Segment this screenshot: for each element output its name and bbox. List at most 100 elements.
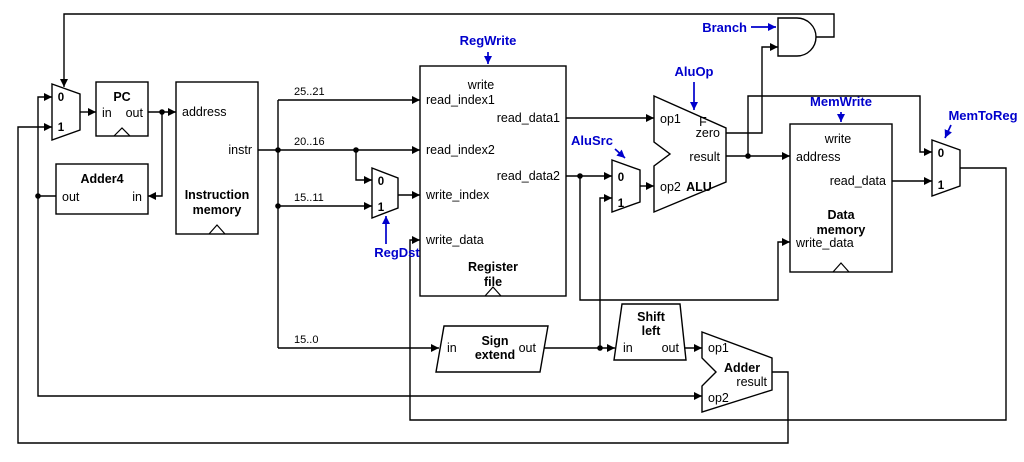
adder4-unit: [55, 163, 149, 215]
junction-20-16-split: [353, 147, 359, 153]
dmem-title-line2: memory: [817, 223, 866, 237]
adder4-out-port-label: out: [62, 190, 80, 204]
and-gate: [777, 17, 817, 57]
branch-adder-title: Adder: [724, 361, 760, 375]
alu-op1-port-label: op1: [660, 112, 681, 126]
pc-source-mux: [51, 83, 81, 141]
shift-left-out-port-label: out: [662, 341, 680, 355]
clock-wedge-regfile: [484, 286, 502, 297]
aluop-label: AluOp: [675, 64, 714, 79]
junction-pc-out: [159, 109, 165, 115]
regfile-title-line1: Register: [468, 260, 518, 274]
memwrite-label: MemWrite: [810, 94, 872, 109]
adder4-title: Adder4: [80, 172, 123, 186]
clock-wedge-dmem: [832, 262, 850, 273]
branch-adder-unit: [701, 330, 773, 413]
memtoreg-mux-input1-label: 1: [938, 180, 945, 192]
regdst-mux-input0-label: 0: [378, 176, 384, 188]
branch-adder-result-port-label: result: [736, 375, 767, 389]
sign-extend-out-port-label: out: [519, 341, 537, 355]
regfile-write-data-port-label: write_data: [425, 233, 484, 247]
register-file: [419, 65, 567, 297]
alusrc-mux: [611, 159, 641, 213]
pcmux-input0-label: 0: [58, 92, 64, 104]
imem-title-line2: memory: [193, 203, 242, 217]
junction-sign-extend-out: [597, 345, 603, 351]
alusrc-mux-input1-label: 1: [618, 198, 625, 210]
pc-in-port-label: in: [102, 106, 112, 120]
wire-pcplus4-to-adder-op2: [37, 196, 702, 400]
regfile-read-index1-port-label: read_index1: [426, 93, 495, 107]
regfile-read-index2-port-label: read_index2: [426, 143, 495, 157]
dmem-write-port-label: write: [824, 132, 851, 146]
instruction-memory: [175, 81, 259, 235]
wire-memtoreg-mux-to-write-data: [409, 167, 1007, 421]
clock-wedge-pc: [113, 127, 131, 137]
alu-result-port-label: result: [689, 150, 720, 164]
alu-title: ALU: [686, 180, 712, 194]
imem-title-line1: Instruction: [185, 188, 250, 202]
regfile-write-index-port-label: write_index: [425, 188, 490, 202]
alusrc-mux-input0-label: 0: [618, 172, 624, 184]
sign-extend-in-port-label: in: [447, 341, 457, 355]
regfile-title-line2: file: [484, 275, 502, 289]
sign-extend-unit: [435, 325, 549, 373]
junction-read-data2: [577, 173, 583, 179]
wire-and-to-pcmux-select: [60, 13, 835, 87]
bits-15-11-label: 15..11: [294, 192, 324, 204]
regdst-label: RegDst: [374, 245, 420, 260]
junction-instr-bus-20-16: [275, 147, 281, 153]
wire-read-data2-to-dmem-write-data: [579, 176, 790, 301]
regfile-write-port-label: write: [467, 78, 494, 92]
sign-extend-title-line2: extend: [475, 348, 515, 362]
dmem-write-data-port-label: write_data: [795, 236, 854, 250]
wire-bits20-16-to-regdst-mux0: [355, 150, 372, 184]
junction-alu-result: [745, 153, 751, 159]
dmem-title-line1: Data: [827, 208, 855, 222]
shift-left-in-port-label: in: [623, 341, 633, 355]
regfile-read-data2-port-label: read_data2: [497, 169, 560, 183]
bits-15-0-label: 15..0: [294, 334, 318, 346]
wire-zero-to-and-gate: [726, 43, 778, 134]
alusrc-label: AluSrc: [571, 133, 613, 148]
alu-zero-port-label: zero: [696, 126, 720, 140]
imem-instr-port-label: instr: [228, 143, 252, 157]
regdst-mux-input1-label: 1: [378, 202, 385, 214]
wire-branch-target-to-pcmux1: [17, 123, 789, 444]
clock-wedge-imem: [208, 224, 226, 235]
regwrite-label: RegWrite: [460, 33, 517, 48]
alu-f-port-label: F: [699, 115, 707, 129]
wire-sign-extend-to-alusrc-mux1: [599, 194, 612, 348]
memtoreg-mux: [931, 139, 961, 197]
junction-instr-bus-15-11: [275, 203, 281, 209]
memtoreg-mux-input0-label: 0: [938, 148, 944, 160]
branch-adder-op2-port-label: op2: [708, 391, 729, 405]
pcmux-input1-label: 1: [58, 122, 65, 134]
regfile-read-data1-port-label: read_data1: [497, 111, 560, 125]
shift-left-unit: [613, 303, 687, 361]
alu-op2-port-label: op2: [660, 180, 681, 194]
adder4-in-port-label: in: [132, 190, 142, 204]
data-memory: [789, 123, 893, 273]
shift-left-title-line1: Shift: [637, 310, 666, 324]
regdst-mux: [371, 166, 399, 220]
alu-unit: [653, 94, 727, 214]
wire-alu-result-to-memtoreg-mux0: [747, 95, 932, 156]
dmem-address-port-label: address: [796, 150, 840, 164]
memtoreg-label: MemToReg: [948, 108, 1017, 123]
bits-20-16-label: 20..16: [294, 136, 325, 148]
pc-register: [95, 81, 149, 137]
pc-out-port-label: out: [126, 106, 144, 120]
dmem-read-data-port-label: read_data: [830, 174, 886, 188]
control-arrow-memtoreg: [944, 124, 952, 139]
bits-25-21-label: 25..21: [294, 86, 325, 98]
branch-adder-op1-port-label: op1: [708, 341, 729, 355]
branch-label: Branch: [702, 20, 747, 35]
imem-address-port-label: address: [182, 105, 226, 119]
junction-pcplus4: [35, 193, 41, 199]
pc-title: PC: [113, 90, 130, 104]
control-arrow-alusrc: [614, 148, 626, 159]
shift-left-title-line2: left: [642, 324, 662, 338]
